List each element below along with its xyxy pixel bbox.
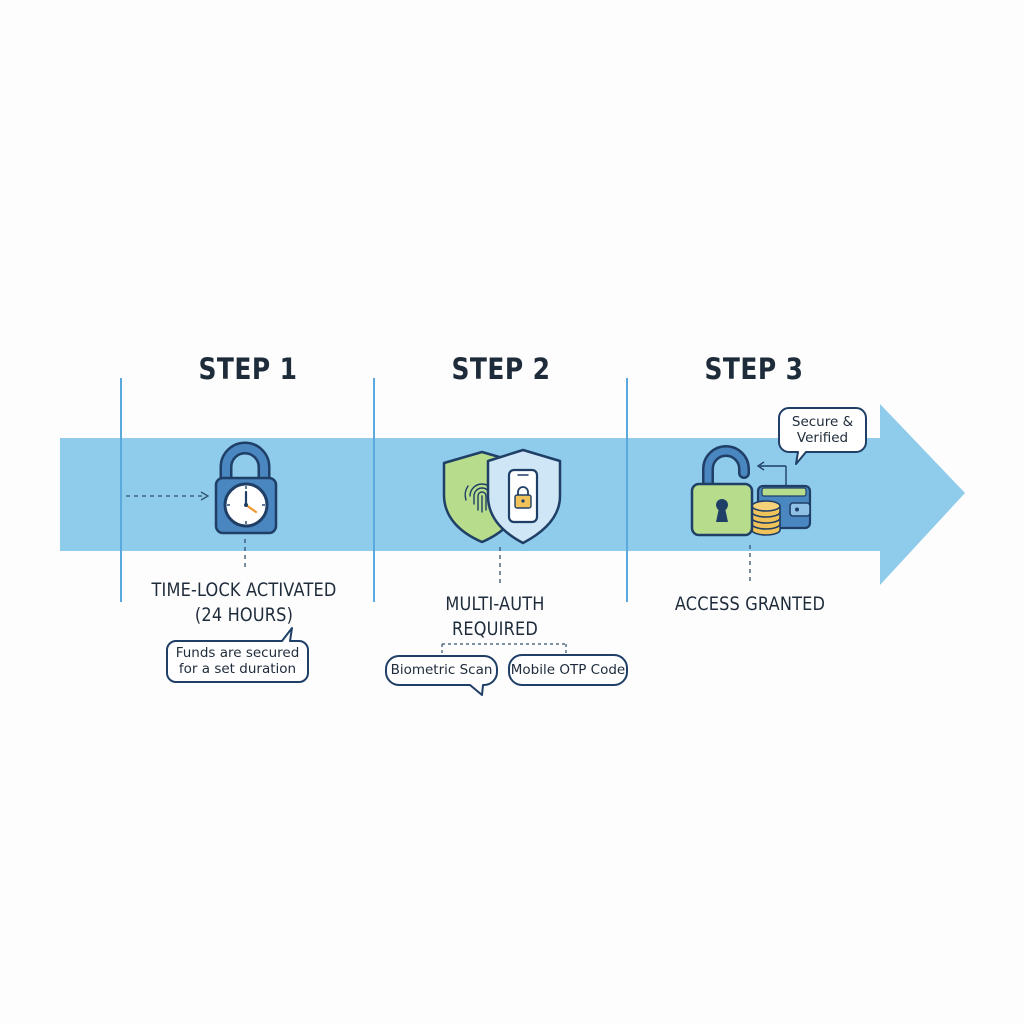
- step-2-heading: STEP 2: [451, 352, 551, 386]
- entry-arrowhead: [200, 491, 210, 501]
- multi-auth-bracket: [441, 643, 567, 656]
- step-2-caption-line-2: REQUIRED: [452, 618, 538, 640]
- callout-bubble-biometric: [385, 655, 498, 696]
- clock-padlock-icon: [214, 441, 278, 535]
- fingerprint-phone-shield-icon: [442, 448, 562, 545]
- step-1-caption: TIME-LOCK ACTIVATED (24 HOURS): [142, 578, 346, 628]
- callout-bubble-funds: [166, 627, 309, 683]
- step-2-caption-line-1: MULTI-AUTH: [445, 593, 545, 615]
- callout-funds-text: Funds are secured for a set duration: [167, 645, 308, 677]
- callout-bubble-otp: [508, 654, 628, 686]
- unlocked-padlock-wallet-icon: [690, 445, 812, 537]
- callout-funds-line-2: for a set duration: [178, 661, 297, 677]
- step-2-caption: MULTI-AUTH REQUIRED: [393, 592, 597, 642]
- callout-secure-text: Secure & Verified: [779, 414, 866, 446]
- callout-biometric-text: Biometric Scan: [386, 662, 497, 678]
- coin-stack-icon: [751, 500, 781, 536]
- step-1-heading: STEP 1: [198, 352, 298, 386]
- callout-funds-line-1: Funds are secured: [175, 645, 300, 661]
- step-1-caption-line-2: (24 HOURS): [194, 604, 294, 626]
- step-3-caption-line-1: ACCESS GRANTED: [674, 593, 826, 615]
- callout-otp-text: Mobile OTP Code: [509, 662, 627, 678]
- callout-secure-line-2: Verified: [796, 430, 849, 446]
- callout-otp-line-1: Mobile OTP Code: [510, 662, 626, 678]
- step-3-caption: ACCESS GRANTED: [648, 592, 852, 617]
- callout-secure-line-1: Secure &: [791, 414, 854, 430]
- callout-biometric-line-1: Biometric Scan: [390, 662, 493, 678]
- callout-bubble-secure: [778, 407, 867, 465]
- step-3-heading: STEP 3: [704, 352, 804, 386]
- phone-lock-icon: [514, 486, 532, 509]
- step-1-caption-line-1: TIME-LOCK ACTIVATED: [151, 579, 337, 601]
